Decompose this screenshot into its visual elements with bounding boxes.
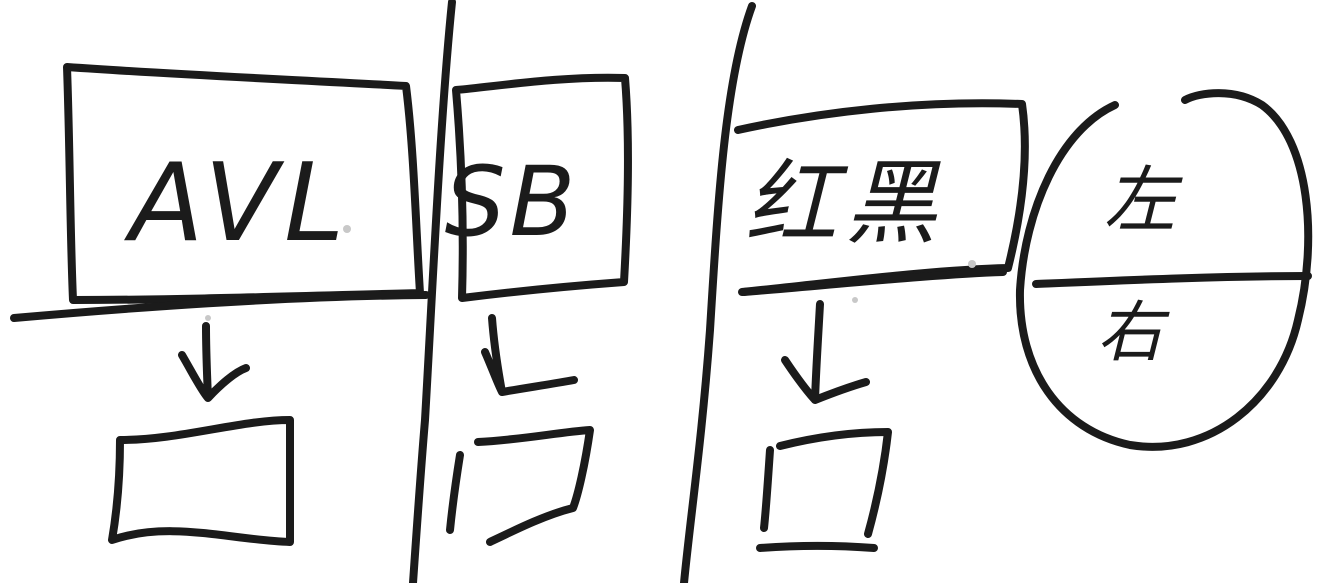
panel-avl: AVL	[10, 63, 430, 546]
panel-rb: 红黑	[734, 99, 1029, 552]
separator-line-2	[680, 2, 756, 583]
smudge	[343, 225, 351, 233]
avl-down-arrow	[178, 322, 250, 402]
panel-sb: SB	[445, 73, 632, 546]
sb-child-gate	[446, 426, 594, 546]
circle-divider	[1032, 272, 1312, 288]
avl-baseline	[10, 291, 430, 322]
rb-down-arrow	[781, 300, 870, 404]
circle-note: 左 右	[1015, 89, 1313, 451]
smudge	[852, 297, 858, 303]
rb-node-label: 红黑	[745, 150, 945, 257]
circle-bottom-label: 右	[1097, 294, 1170, 371]
separator-line-1	[409, 0, 456, 583]
rb-baseline	[740, 268, 1007, 296]
smudge	[205, 315, 211, 321]
smudge	[968, 260, 976, 268]
rb-child-box	[756, 428, 892, 552]
avl-child-box	[108, 416, 295, 546]
avl-node-label: AVL	[124, 141, 351, 266]
sb-node-label: SB	[445, 146, 580, 258]
sb-down-arrow	[481, 314, 578, 396]
circle-top-label: 左	[1104, 158, 1183, 242]
circle-outline	[1015, 89, 1313, 451]
sb-node-box	[452, 73, 632, 302]
